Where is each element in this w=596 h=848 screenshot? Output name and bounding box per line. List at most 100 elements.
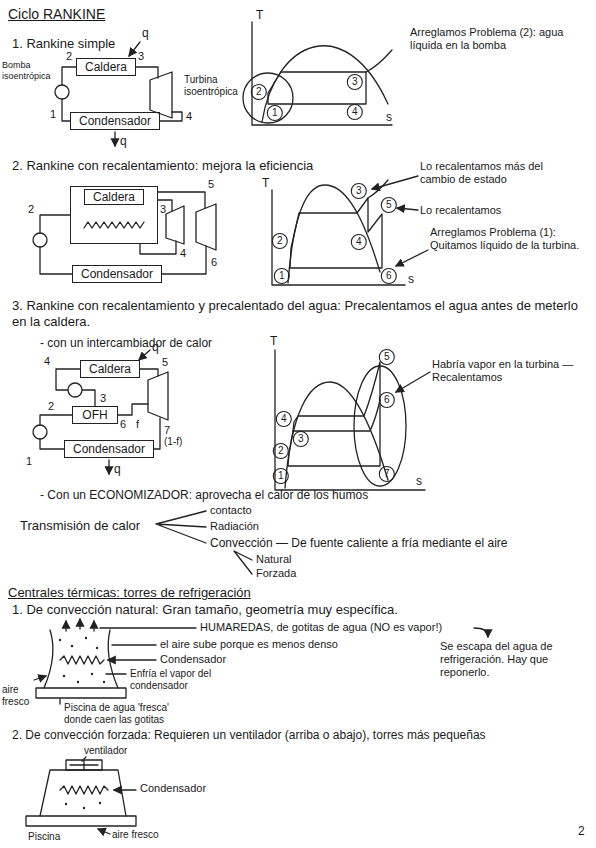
state-number: 5 [384,351,390,363]
state-number: 3 [356,185,362,197]
note-text: 4 [186,110,192,123]
leader-line [59,699,60,704]
state-number: 4 [281,413,287,425]
note-text: T [262,176,269,190]
note-text: f [136,418,139,431]
note-text: el aire sube porque es menos denso [160,638,338,651]
note-arrow [372,176,418,189]
note-text: 3 [100,392,106,405]
state-circle [273,469,288,484]
water-pool [26,816,136,826]
air-arrow [34,676,46,680]
heat-arrow [108,460,109,474]
note-text: 6 [211,256,217,269]
component-name: Condensador [73,442,145,456]
note-text: - con un intercambiador de calor [40,336,212,350]
note-text: Lo recalentamos [420,204,501,217]
note-text: 2 [66,50,72,63]
branch-bracket [156,511,206,543]
note-text: Turbina isoentrópica [184,74,248,98]
note-text: 1 [26,455,32,468]
condenser-coil [60,656,104,664]
component-name: Caldera [89,362,131,376]
reheat-line [140,241,176,254]
saturation-dome [262,46,388,122]
component-name: Caldera [84,189,144,205]
fan-symbol [66,760,102,770]
state-circle [347,105,362,120]
note-text: 1 [50,108,56,121]
note-text: T [256,8,263,22]
state-number: 3 [352,76,358,88]
leader-line [100,627,196,628]
exhaust-line [154,418,160,449]
problem-circle [354,366,406,486]
heating-coil [84,222,144,228]
component-box: Condensador [72,265,162,283]
exhaust-line [160,112,182,121]
note-text: Arreglamos Problema (1): Quitamos líquid… [430,226,580,252]
page-title: Ciclo RANKINE [8,6,105,23]
state-circle [276,412,291,427]
branch-bracket [234,551,252,574]
state-number: 1 [279,270,285,282]
note-text: HUMAREDAS, de gotitas de agua (NO es vap… [200,621,442,634]
leader-arrow [114,789,136,790]
state-number: 1 [272,107,278,119]
note-text: Piscina de agua 'fresca' donde caen las … [64,702,194,726]
state-circle [273,444,288,459]
note-text: Se escapa del agua de refrigeración. Hay… [440,640,590,680]
component-box: Caldera [70,186,158,244]
pump-symbol [68,383,82,397]
plume-arrow [79,619,80,629]
note-text: 2 [578,824,585,838]
turbine-symbol [196,204,216,250]
note-arrow [396,372,430,392]
note-text: aire fresco [112,829,159,841]
droplet [83,807,85,809]
tower-wall [108,630,118,688]
note-text: aire fresco [2,684,34,708]
leader-line [106,673,126,674]
note-text: 1. Rankine simple [12,36,115,52]
note-arrow [474,628,488,637]
note-text: Lo recalentamos más del cambio de estado [420,160,580,186]
note-text: Habría vapor en la turbina — Recalentamo… [432,358,582,384]
water-pool [36,688,126,698]
state-circle [381,269,396,284]
note-text: s [408,272,414,286]
state-circle [347,75,362,90]
turbine-symbol [166,206,184,244]
plume-arrow [93,621,94,631]
steam-line [140,369,158,376]
steam-line [136,67,158,78]
state-circle [379,467,394,482]
turbine-symbol [148,372,168,420]
isobar-line [368,180,388,198]
note-text: 1. De convección natural: Gran tamaño, g… [12,602,398,618]
state-number: 2 [278,445,284,457]
problem-circle [243,73,293,123]
pump-symbol [55,85,69,99]
state-circle [379,393,394,408]
note-text: Condensador [140,782,206,795]
note-text: Bomba isoentrópica [2,60,58,82]
component-name: OFH [82,408,107,422]
note-text: 2. De convección forzada: Requieren un v… [12,728,486,742]
state-number: 4 [356,236,362,248]
note-text: 2 [28,203,34,216]
note-text: 5 [162,356,168,369]
note-text: q [114,462,121,476]
component-box: Caldera [76,58,136,76]
state-circle [272,234,287,249]
ts-axes [272,190,405,285]
saturation-dome [285,382,388,488]
note-text: contacto [210,504,252,517]
droplet [103,681,105,683]
note-arrow [396,250,428,266]
component-box: Condensador [64,440,154,458]
state-number: 2 [256,86,262,98]
state-number: 2 [277,235,283,247]
droplet [59,639,61,641]
